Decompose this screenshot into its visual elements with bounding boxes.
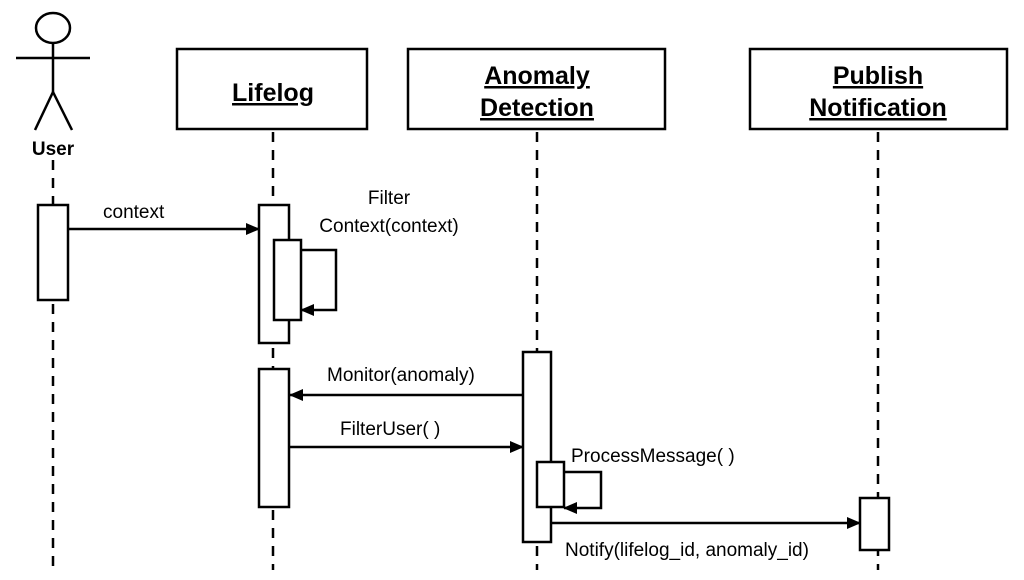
lifelog-box <box>175 47 369 131</box>
notify-label: Notify(lifelog_id, anomaly_id) <box>565 540 809 561</box>
context-label: context <box>103 202 165 223</box>
publish-notification-title-line2: Notification <box>809 94 947 122</box>
lifelog-nested-activation <box>272 238 303 322</box>
user-activation <box>36 203 70 302</box>
filter-user-label: FilterUser( ) <box>340 419 440 440</box>
anomaly-detection-title-line1: Anomaly <box>484 62 590 90</box>
publish-notification-title-line1: Publish <box>833 62 923 90</box>
user-actor-label: User <box>32 139 75 160</box>
publish-notification-box <box>748 47 1009 131</box>
anomaly-activation <box>521 350 553 544</box>
process-message-label: ProcessMessage( ) <box>571 446 735 467</box>
anomaly-detection-title-line2: Detection <box>480 94 594 122</box>
process-message-self-arrow <box>563 470 603 514</box>
filter-context-label-line2: Context(context) <box>319 216 458 237</box>
filter-context-self-arrow <box>300 248 338 316</box>
filter-context-label-line1: Filter <box>368 188 411 209</box>
anomaly-nested-activation <box>535 460 566 509</box>
lifelog-title: Lifelog <box>232 79 314 107</box>
lifelog-activation-2 <box>257 367 291 509</box>
user-actor-icon <box>16 11 90 131</box>
publish-activation <box>858 496 891 552</box>
anomaly-detection-box <box>406 47 667 131</box>
monitor-label: Monitor(anomaly) <box>327 365 475 386</box>
